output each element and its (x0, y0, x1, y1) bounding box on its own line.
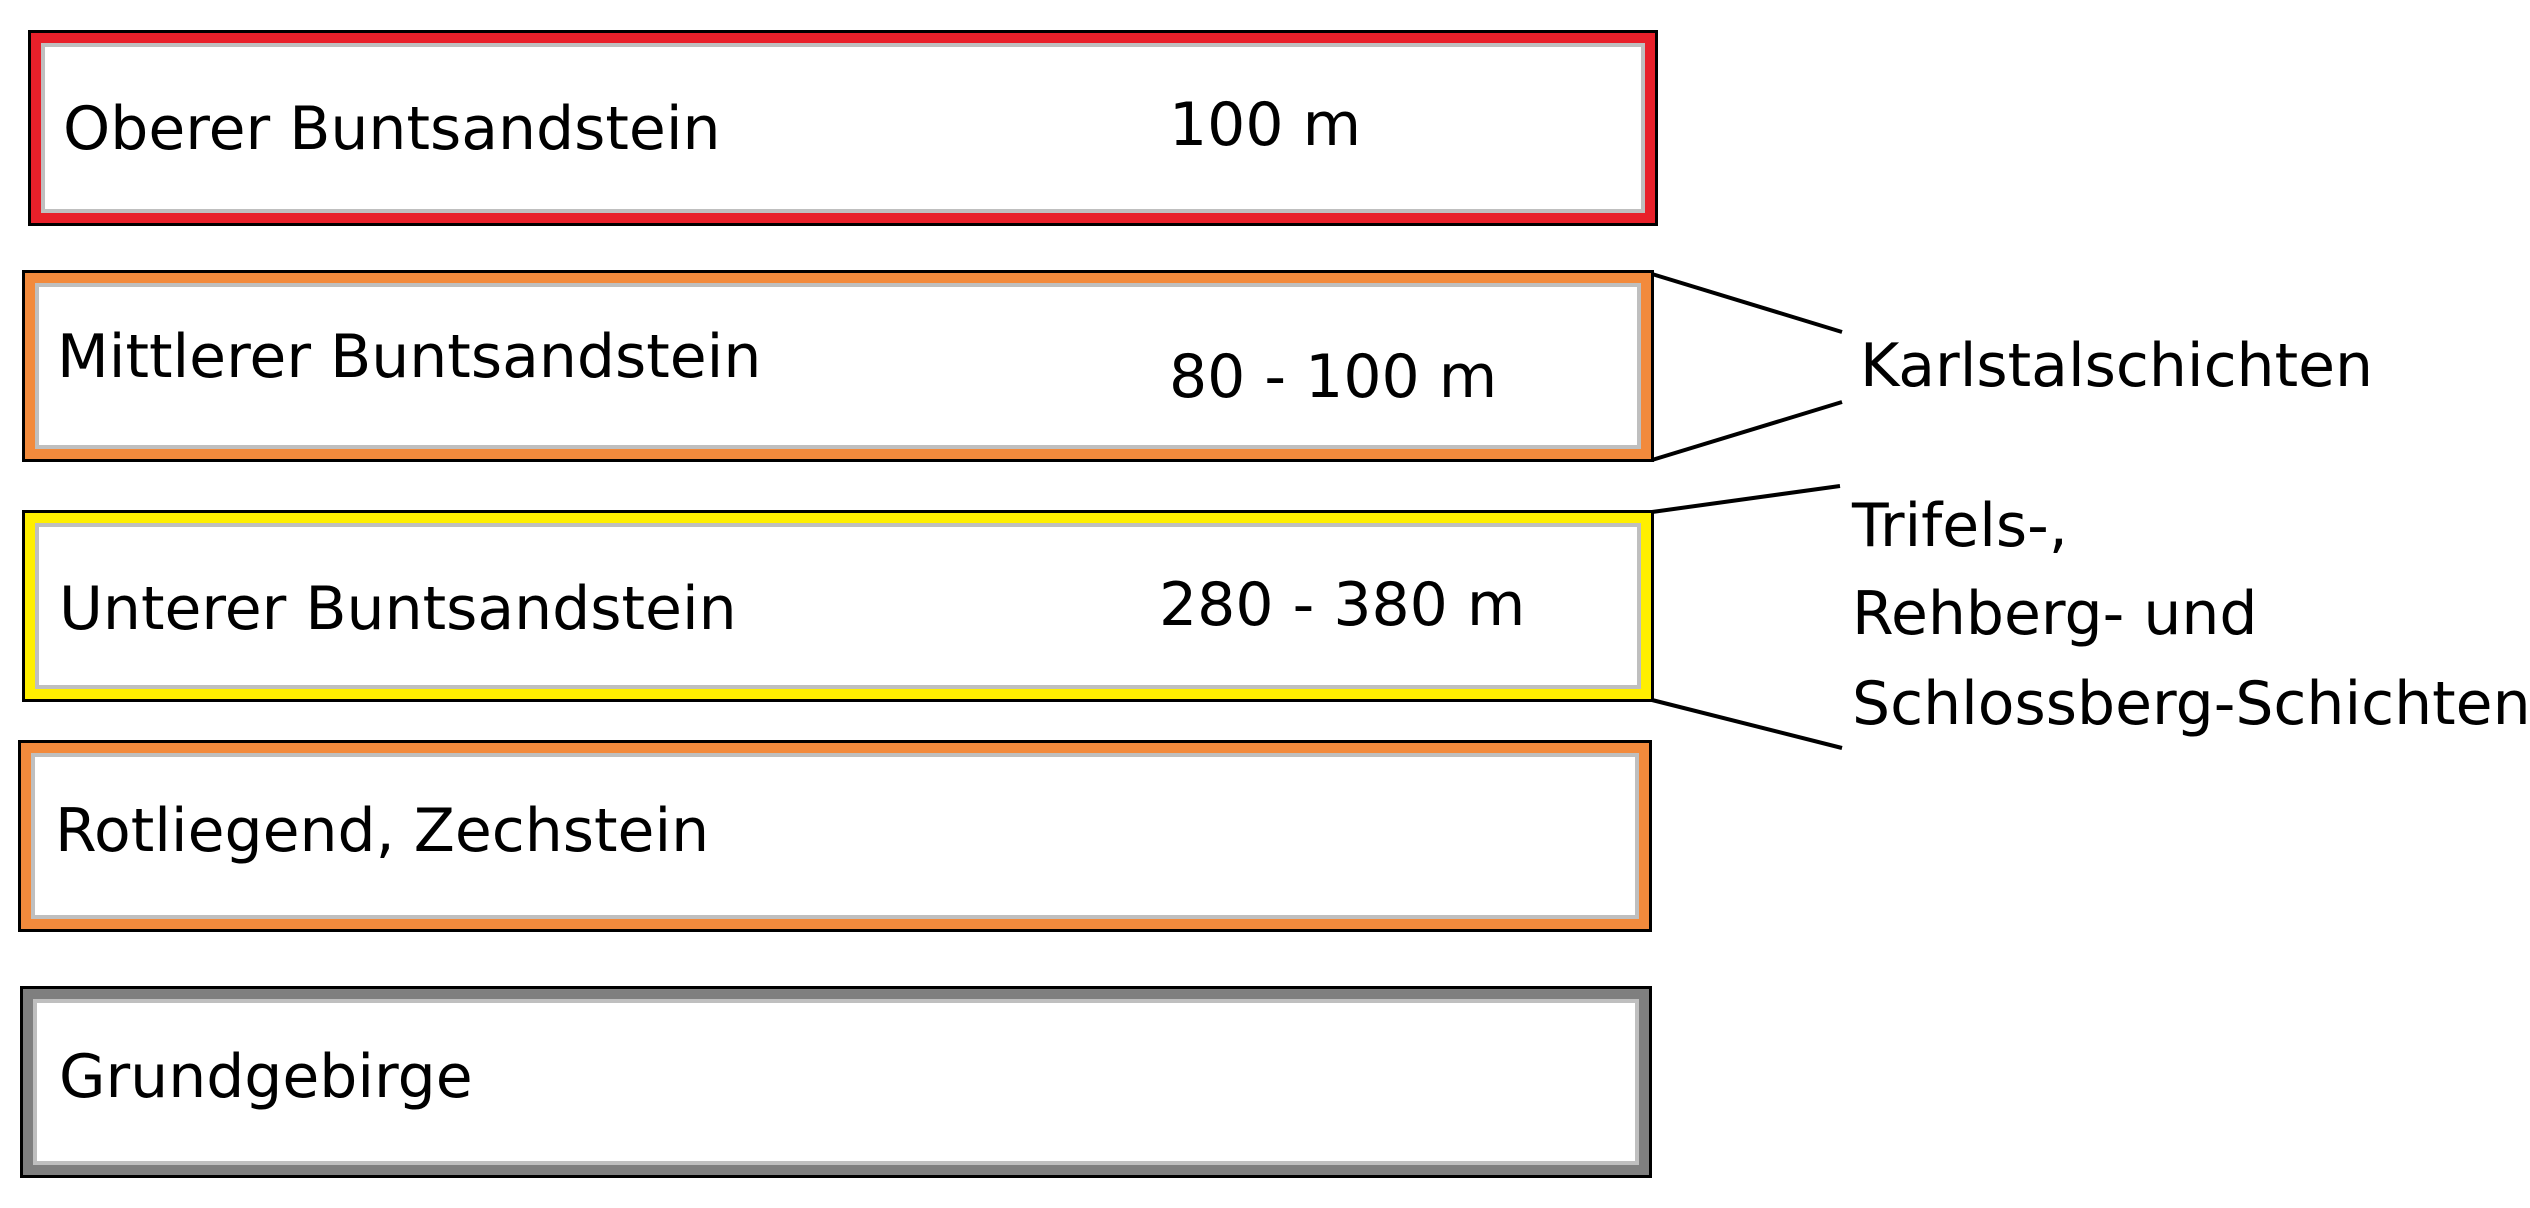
layer-inner-panel (35, 523, 1641, 689)
layer-inner-panel (31, 753, 1639, 919)
trifels-upper-line (1651, 484, 1841, 514)
layer-inner-panel (41, 43, 1645, 213)
layer-thickness: 100 m (1169, 90, 1362, 160)
layer-thickness: 80 - 100 m (1169, 342, 1498, 412)
annotation-trifels-line3: Schlossberg-Schichten (1852, 669, 2530, 739)
annotation-karlstalschichten: Karlstalschichten (1860, 331, 2374, 401)
annotation-trifels-line1: Trifels-, (1852, 491, 2068, 561)
layer-name: Mittlerer Buntsandstein (57, 322, 762, 392)
layer-name: Oberer Buntsandstein (63, 94, 721, 164)
karlstal-lower-line (1651, 400, 1843, 462)
layer-inner-panel (35, 283, 1641, 449)
layer-name: Rotliegend, Zechstein (55, 796, 710, 866)
layer-unterer-buntsandstein: Unterer Buntsandstein 280 - 380 m (22, 510, 1654, 702)
layer-name: Grundgebirge (59, 1042, 473, 1112)
layer-inner-panel (33, 999, 1639, 1165)
annotation-trifels-line2: Rehberg- und (1852, 579, 2258, 649)
layer-rotliegend-zechstein: Rotliegend, Zechstein (18, 740, 1652, 932)
layer-mittlerer-buntsandstein: Mittlerer Buntsandstein 80 - 100 m (22, 270, 1654, 462)
layer-oberer-buntsandstein: Oberer Buntsandstein 100 m (28, 30, 1658, 226)
trifels-lower-line (1651, 698, 1843, 750)
layer-thickness: 280 - 380 m (1159, 570, 1526, 640)
layer-grundgebirge: Grundgebirge (20, 986, 1652, 1178)
karlstal-upper-line (1651, 272, 1843, 334)
layer-name: Unterer Buntsandstein (59, 574, 737, 644)
